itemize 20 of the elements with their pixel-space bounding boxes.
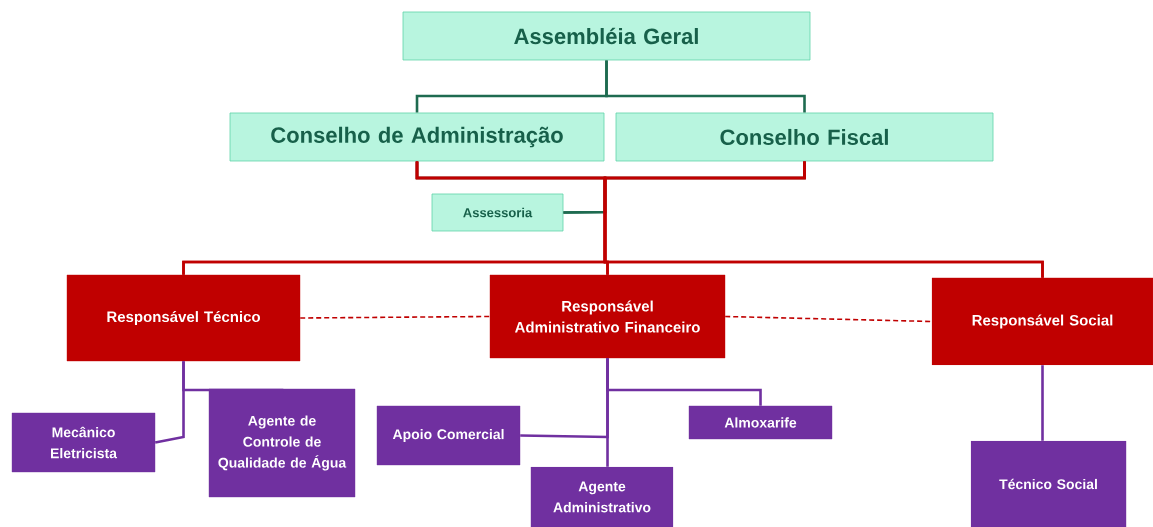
connector-line [605, 60, 806, 113]
staff-box: Apoio Comercial [376, 405, 521, 466]
staff-box: Agente Administrativo [530, 466, 674, 527]
advisory-box: Assessoria [431, 193, 564, 232]
connector-line [1041, 365, 1044, 441]
manager-box: Responsável Administrativo Financeiro [489, 274, 726, 359]
staff-box: Mecânico Eletricista [11, 412, 156, 473]
connector-line [299, 315, 491, 319]
staff-box: Técnico Social [970, 440, 1127, 527]
connector-line [182, 361, 284, 392]
council-box: Conselho Fiscal [615, 112, 994, 162]
staff-box: Agente de Controle de Qualidade de Água [208, 388, 356, 498]
manager-box: Responsável Técnico [66, 274, 301, 362]
council-box: Assembléia Geral [402, 11, 811, 61]
manager-box: Responsável Social [931, 277, 1153, 366]
connector-line [724, 315, 933, 323]
staff-box: Almoxarife [688, 405, 833, 440]
council-box: Conselho de Administração [229, 112, 605, 162]
connector-line [606, 358, 762, 406]
connector-line [603, 161, 1044, 278]
